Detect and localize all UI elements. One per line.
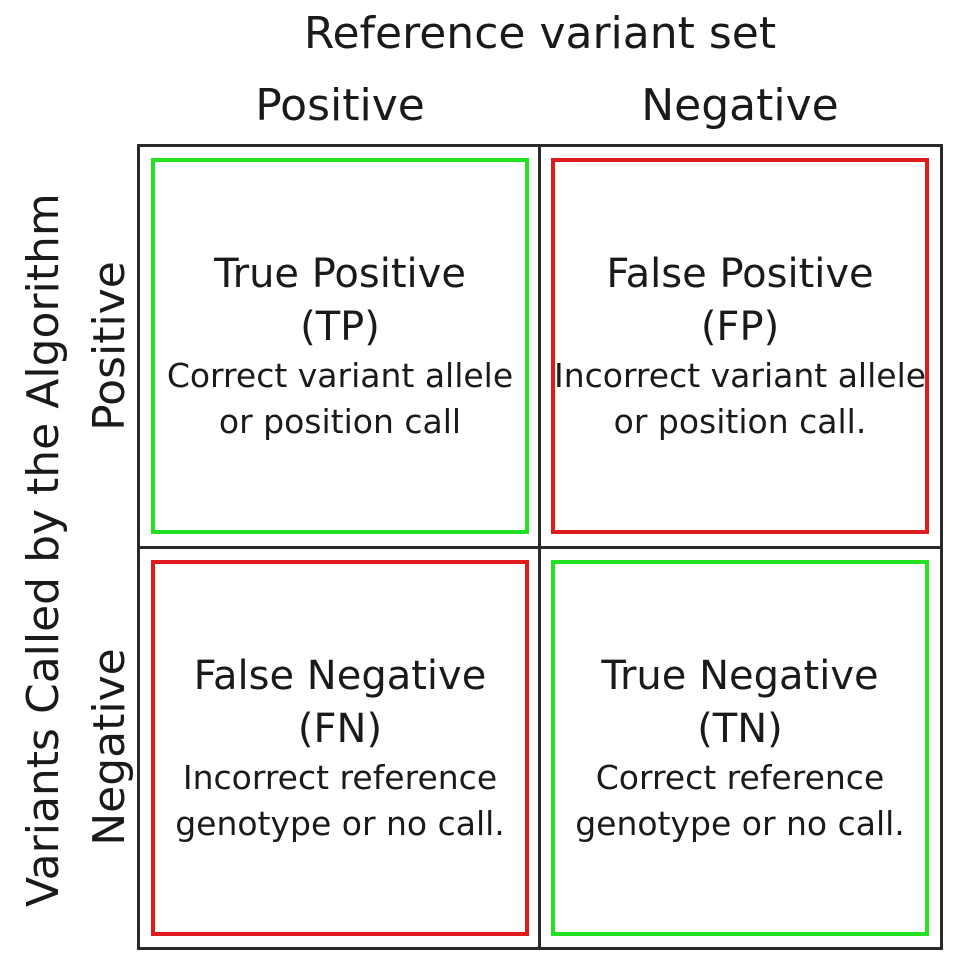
cell-name: True Positive <box>214 251 466 297</box>
cell-description-line-2: or position call. <box>613 402 867 441</box>
side-title: Variants Called by the Algorithm <box>18 193 69 907</box>
cell-abbreviation: (TP) <box>300 304 380 350</box>
matrix-divider-horizontal <box>137 546 943 549</box>
cell-description-line-1: Correct reference <box>595 758 885 797</box>
column-label-negative: Negative <box>641 80 839 131</box>
cell-abbreviation: (TN) <box>697 706 783 752</box>
row-label-negative: Negative <box>84 648 135 846</box>
row-label-positive: Positive <box>84 261 135 431</box>
cell-description-line-2: or position call <box>218 402 462 441</box>
cell-description-line-1: Incorrect reference <box>182 758 498 797</box>
cell-true-positive: True Positive (TP) Correct variant allel… <box>151 158 529 534</box>
diagram-title: Reference variant set <box>303 8 777 59</box>
cell-description-line-2: genotype or no call. <box>575 804 905 843</box>
cell-true-negative: True Negative (TN) Correct reference gen… <box>551 560 929 936</box>
column-label-positive: Positive <box>255 80 425 131</box>
cell-name: True Negative <box>601 653 879 699</box>
cell-description-line-1: Correct variant allele <box>166 356 514 395</box>
cell-abbreviation: (FN) <box>297 706 383 752</box>
cell-false-negative: False Negative (FN) Incorrect reference … <box>151 560 529 936</box>
cell-name: False Positive <box>606 251 874 297</box>
cell-description-line-2: genotype or no call. <box>175 804 505 843</box>
cell-description-line-1: Incorrect variant allele <box>553 356 927 395</box>
cell-false-positive: False Positive (FP) Incorrect variant al… <box>551 158 929 534</box>
cell-name: False Negative <box>193 653 487 699</box>
cell-abbreviation: (FP) <box>700 304 780 350</box>
